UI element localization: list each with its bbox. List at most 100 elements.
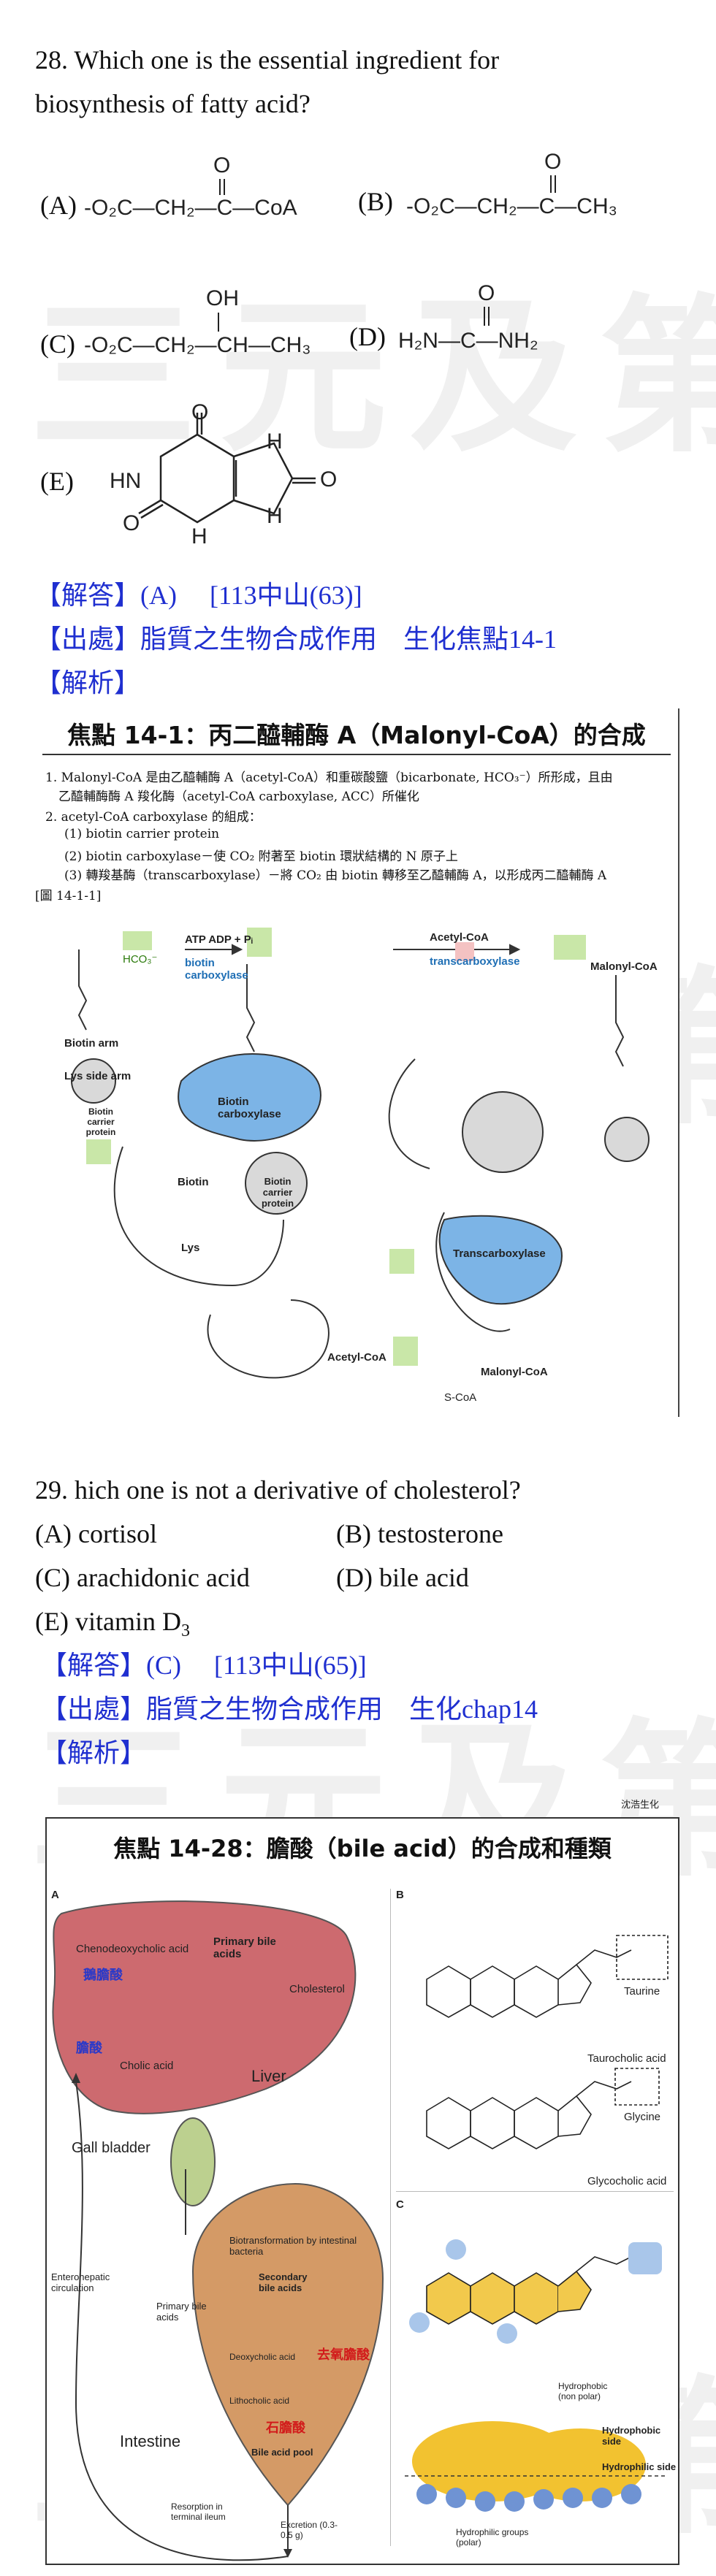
figure-title: 焦點 14-1：丙二醯輔酶 A（Malonyl-CoA）的合成 bbox=[67, 721, 646, 749]
q29-source: 【出處】脂質之生物合成作用 生化chap14 bbox=[41, 1694, 538, 1724]
q29-option-d: (D) bile acid bbox=[336, 1563, 469, 1592]
bile-acid-pathway-diagram bbox=[52, 1900, 384, 2561]
label-deoxy-cn: 去氧膽酸 bbox=[317, 2347, 370, 2362]
acc-mechanism-diagram bbox=[71, 928, 650, 1379]
option-b-double-bond bbox=[555, 175, 556, 193]
option-a-label: (A) bbox=[40, 191, 77, 220]
label-litho-cn: 石膽酸 bbox=[266, 2420, 305, 2435]
option-c-formula: -O₂C—CH₂—CH—CH₃ bbox=[84, 333, 311, 357]
panel-c-label: C bbox=[396, 2198, 404, 2211]
uric-hn: HN bbox=[110, 469, 142, 493]
option-d-double-bond bbox=[484, 307, 485, 326]
q29-option-c: (C) arachidonic acid bbox=[35, 1563, 250, 1592]
label-cholesterol: Cholesterol bbox=[289, 1983, 345, 1995]
label-lys: Lys bbox=[181, 1242, 200, 1254]
option-c-label: (C) bbox=[40, 329, 75, 359]
label-glycine: Glycine bbox=[624, 2111, 661, 2123]
label-resorption: Resorption in terminal ileum bbox=[171, 2502, 226, 2522]
uric-o-left: O bbox=[123, 511, 140, 535]
label-glycocholic: Glycocholic acid bbox=[587, 2175, 667, 2187]
uric-o-top: O bbox=[191, 400, 209, 424]
label-primary-bile-acids: Primary bile acids bbox=[213, 1935, 276, 1960]
label-atp-adp: ATP ADP + Pᵢ bbox=[185, 933, 253, 946]
amphipathic-bile-acid-diagram bbox=[405, 2239, 668, 2512]
label-biotin-arm: Biotin arm bbox=[64, 1037, 119, 1050]
uric-acid-structure bbox=[138, 413, 316, 524]
label-acetyl-coa: Acetyl-CoA bbox=[430, 931, 489, 944]
panel-a-label: A bbox=[51, 1889, 59, 1901]
label-malonyl-coa: Malonyl-CoA bbox=[590, 960, 658, 973]
label-hydrophilic-groups: Hydrophilic groups (polar) bbox=[456, 2527, 529, 2548]
label-biotin-carboxylase: biotin carboxylase bbox=[185, 957, 248, 982]
q29-option-e: (E) vitamin D3 bbox=[35, 1600, 190, 1653]
label-lys-side-arm: Lys side arm bbox=[64, 1070, 132, 1082]
q28-source: 【出處】脂質之生物合成作用 生化焦點14-1 bbox=[35, 624, 557, 654]
option-e-label: (E) bbox=[40, 467, 74, 496]
label-transcarboxylase: transcarboxylase bbox=[430, 955, 520, 968]
option-a-formula: -O₂C—CH₂—C—CoA bbox=[84, 196, 297, 220]
label-primary-bile-acids-2: Primary bile acids bbox=[156, 2301, 207, 2323]
label-transcarboxylase-enzyme: Transcarboxylase bbox=[453, 1247, 546, 1260]
title-rule bbox=[42, 754, 671, 755]
q29-option-e-text: (E) vitamin D bbox=[35, 1607, 181, 1636]
q29-answer: 【解答】(C) [113中山(65)] bbox=[41, 1651, 367, 1680]
label-hco3: HCO₃⁻ bbox=[123, 953, 158, 966]
q29-line1: 29. hich one is not a derivative of chol… bbox=[35, 1475, 521, 1505]
fig1-p2c: (3) 轉羧基酶（transcarboxylase）－將 CO₂ 由 bioti… bbox=[64, 868, 607, 883]
figure-bile-acid: 焦點 14-28：膽酸（bile acid）的合成和種類 A B C Cheno… bbox=[45, 1817, 679, 2565]
label-secondary-bile-acids: Secondary bile acids bbox=[259, 2271, 308, 2293]
q29-option-b: (B) testosterone bbox=[336, 1519, 503, 1548]
q28-answer: 【解答】(A) [113中山(63)] bbox=[35, 581, 362, 610]
label-goose-cn: 鵝膽酸 bbox=[83, 1968, 123, 1982]
label-biotin-carrier-protein: Biotin carrier protein bbox=[85, 1107, 116, 1137]
figure-malonyl-coa: 焦點 14-1：丙二醯輔酶 A（Malonyl-CoA）的合成 1. Malon… bbox=[35, 708, 679, 1417]
label-hydrophilic-side: Hydrophilic side bbox=[602, 2461, 677, 2472]
figure-corner-mark: 沈浩生化 bbox=[621, 1799, 660, 1810]
fig1-p2b: (2) biotin carboxylase－使 CO₂ 附著至 biotin … bbox=[64, 849, 458, 864]
label-gall-bladder: Gall bladder bbox=[72, 2140, 151, 2156]
q28-analysis: 【解析】 bbox=[35, 668, 141, 697]
q29-analysis: 【解析】 bbox=[41, 1738, 147, 1767]
label-hydrophobic-side: Hydrophobic side bbox=[602, 2425, 661, 2447]
uric-o-right: O bbox=[320, 467, 338, 492]
option-b-formula: -O₂C—CH₂—C—CH₃ bbox=[406, 194, 617, 218]
panel-divider bbox=[390, 1889, 391, 2546]
option-d-label: (D) bbox=[349, 322, 386, 351]
label-malonyl-coa-bottom: Malonyl-CoA bbox=[481, 1366, 548, 1378]
fig1-p2: 2. acetyl-CoA carboxylase 的組成： bbox=[45, 810, 262, 825]
label-acetyl-coa-bottom: Acetyl-CoA bbox=[327, 1351, 386, 1364]
option-a-double-bond bbox=[224, 179, 225, 195]
label-lithocholic: Lithocholic acid bbox=[229, 2396, 290, 2406]
q29-option-a: (A) cortisol bbox=[35, 1519, 157, 1548]
label-cholic-acid: Cholic acid bbox=[120, 2060, 174, 2072]
label-intestine: Intestine bbox=[120, 2432, 181, 2450]
label-biotin-carboxylase-enzyme: Biotin carboxylase bbox=[218, 1096, 281, 1120]
fig1-p1b: 乙醯輔酶酶 A 羧化酶（acetyl-CoA carboxylase, ACC）… bbox=[58, 790, 419, 804]
label-biotin: Biotin bbox=[178, 1176, 209, 1188]
label-liver: Liver bbox=[251, 2067, 286, 2085]
option-a-oxygen: O bbox=[213, 153, 231, 177]
option-d-double-bond bbox=[488, 307, 490, 326]
panel-b-label: B bbox=[396, 1889, 404, 1901]
option-b-oxygen: O bbox=[544, 150, 562, 174]
conjugated-bile-acids-structures bbox=[426, 1935, 669, 2149]
uric-h-bottom: H bbox=[191, 524, 207, 549]
label-biotransformation: Biotransformation by intestinal bacteria bbox=[229, 2235, 357, 2257]
option-b-label: (B) bbox=[358, 187, 393, 216]
panel-divider-h bbox=[396, 2191, 674, 2192]
q28-line2: biosynthesis of fatty acid? bbox=[35, 89, 311, 118]
option-a-double-bond bbox=[219, 179, 221, 195]
q28-line1: 28. Which one is the essential ingredien… bbox=[35, 45, 500, 74]
uric-h-top-right: H bbox=[267, 429, 283, 454]
label-bile-acid-pool: Bile acid pool bbox=[251, 2447, 313, 2458]
option-d-formula: H₂N—C—NH₂ bbox=[398, 329, 538, 353]
fig1-p2a: (1) biotin carrier protein bbox=[64, 827, 220, 841]
label-deoxycholic: Deoxycholic acid bbox=[229, 2352, 296, 2362]
fig1-ref: [圖 14-1-1] bbox=[35, 889, 102, 903]
label-chenodeoxycholic: Chenodeoxycholic acid bbox=[76, 1943, 189, 1955]
label-enterohepatic: Enterohepatic circulation bbox=[51, 2271, 110, 2293]
option-c-bond bbox=[218, 313, 219, 332]
label-hydrophobic-nonpolar: Hydrophobic (non polar) bbox=[558, 2381, 608, 2401]
q29-option-e-subscript: 3 bbox=[180, 1621, 190, 1641]
option-d-oxygen: O bbox=[478, 281, 495, 305]
